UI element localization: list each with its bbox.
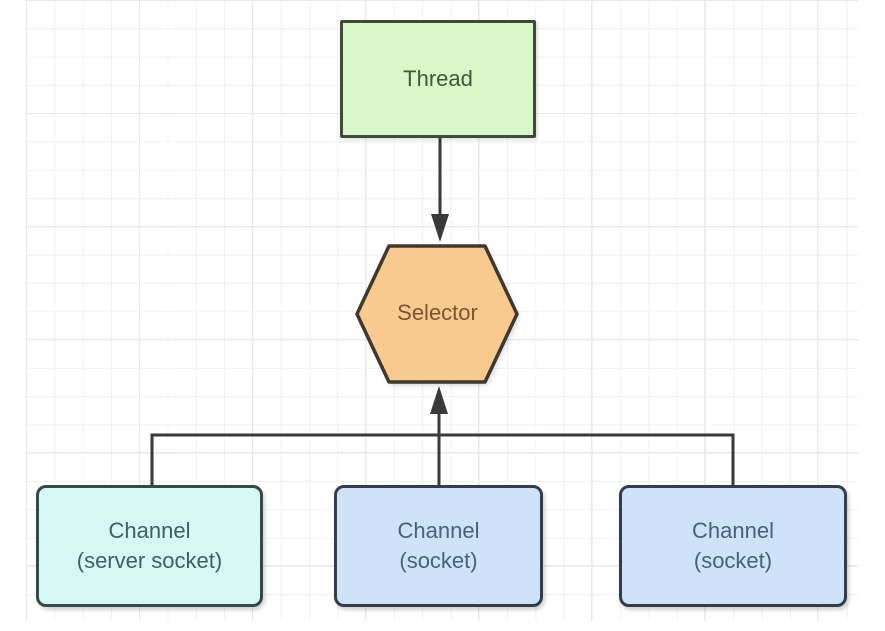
thread-label: Thread [403,66,473,91]
channel-label-line1: Channel [692,518,774,543]
edge-channels-to-selector [150,386,735,486]
channel-label-line2: (socket) [693,548,773,573]
edge-thread-to-selector [431,138,449,242]
arrowhead-up-icon [430,386,448,414]
channel-label-line1: Channel [397,518,480,543]
selector-hexagon [357,246,517,382]
node-thread: Thread [340,20,536,138]
node-channel-server-socket: Channel (server socket) [36,485,263,607]
channel-label-line1: Channel [108,518,191,543]
selector-label: Selector [397,300,478,325]
channel-label-line2: (server socket) [76,548,223,573]
channel-label-line2: (socket) [399,548,478,573]
arrowhead-down-icon [431,214,449,242]
node-channel-socket-2: Channel (socket) [619,485,847,607]
selector-hexagon-border [355,244,519,384]
node-channel-socket-1: Channel (socket) [334,485,543,607]
